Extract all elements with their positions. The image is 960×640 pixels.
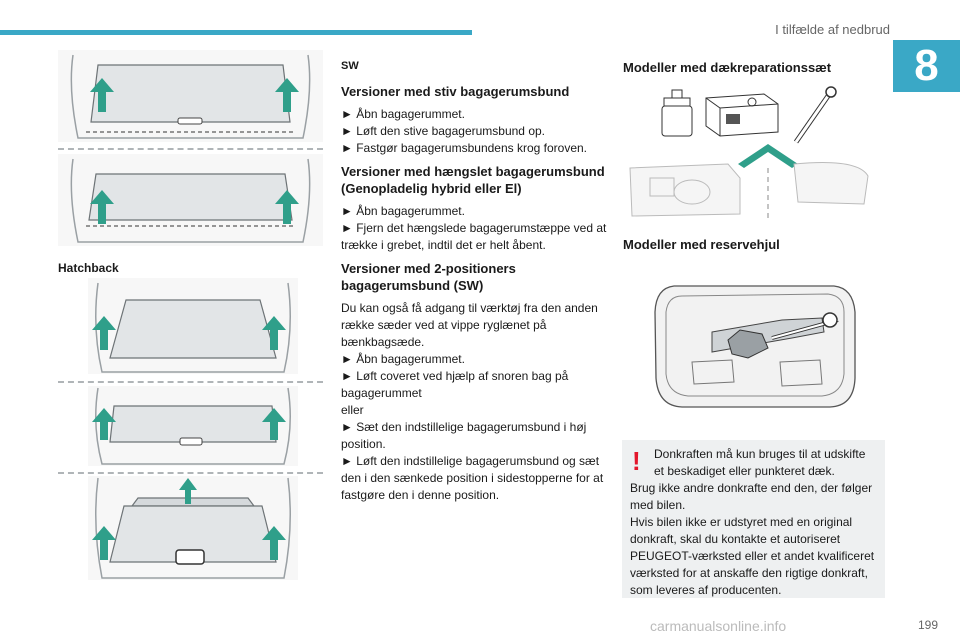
figure-separator	[58, 148, 323, 150]
warning-text: Hvis bilen ikke er udstyret med en origi…	[630, 515, 875, 597]
sw-label: SW	[341, 60, 359, 72]
section-heading: Versioner med 2-positioners bagagerumsbu…	[341, 261, 516, 293]
instruction-line: ► Løft coveret ved hjælp af snoren bag p…	[341, 369, 569, 400]
page-number: 199	[917, 618, 938, 632]
warning-text: Donkraften må kun bruges til at udskifte…	[654, 447, 866, 478]
lift-arrow-icon	[90, 78, 114, 112]
section-body: ► Åbn bagagerummet. ► Fjern det hængsled…	[341, 203, 609, 254]
figure-separator	[58, 381, 323, 383]
lift-arrow-icon	[92, 316, 116, 350]
lift-arrow-icon	[92, 526, 116, 560]
warning-text: Brug ikke andre donkrafte end den, der f…	[630, 481, 873, 512]
spare-wheel-heading: Modeller med reservehjul	[623, 237, 780, 252]
instruction-line: ► Løft den stive bagagerumsbund op.	[341, 124, 545, 138]
chapter-badge: 8	[893, 40, 960, 92]
lift-arrow-icon	[90, 190, 114, 224]
hatchback-floor-illustration-3	[88, 476, 298, 580]
section-body: Du kan også få adgang til værktøj fra de…	[341, 300, 609, 504]
compressor-icon	[705, 93, 779, 137]
instruction-line: ► Åbn bagagerummet.	[341, 204, 465, 218]
header-accent-bar	[0, 30, 472, 35]
instruction-line: Du kan også få adgang til værktøj fra de…	[341, 301, 598, 349]
section-body: ► Åbn bagagerummet. ► Løft den stive bag…	[341, 106, 609, 157]
hatchback-label: Hatchback	[58, 261, 119, 275]
spare-wheel-illustration	[654, 285, 856, 408]
lift-arrow-icon	[262, 408, 286, 440]
lift-arrow-icon	[262, 316, 286, 350]
lift-arrow-icon	[92, 408, 116, 440]
lift-arrow-icon	[275, 190, 299, 224]
instructions-column: SW Versioner med stiv bagagerumsbund ► Å…	[341, 58, 609, 510]
instruction-line: ► Fastgør bagagerumsbundens krog foroven…	[341, 141, 588, 155]
hatchback-floor-illustration-1	[88, 278, 298, 374]
wheel-brace-icon	[771, 312, 839, 340]
page-header-title: I tilfælde af nedbrud	[775, 22, 890, 37]
tow-eye-icon	[793, 86, 837, 144]
lift-arrow-icon	[275, 78, 299, 112]
warning-box: ! Donkraften må kun bruges til at udskif…	[622, 440, 885, 598]
lift-arrow-icon	[179, 478, 197, 504]
jack-icon	[727, 329, 769, 359]
instruction-line: ► Fjern det hængslede bagagerumstæppe ve…	[341, 221, 607, 252]
figure-separator	[58, 472, 323, 474]
instruction-line: ► Åbn bagagerummet.	[341, 107, 465, 121]
hatchback-floor-illustration-2	[88, 386, 298, 466]
up-arrow-icon	[738, 144, 798, 168]
instruction-line: eller	[341, 403, 364, 417]
instruction-line: ► Sæt den indstillelige bagagerumsbund i…	[341, 420, 587, 451]
repair-kit-illustration	[629, 86, 869, 218]
sw-hinged-floor-illustration	[58, 154, 323, 246]
section-heading: Versioner med hængslet bagagerumsbund (G…	[341, 164, 605, 196]
instruction-line: ► Løft den indstillelige bagagerumsbund …	[341, 454, 604, 502]
sealant-bottle-icon	[661, 89, 693, 137]
instruction-line: ► Åbn bagagerummet.	[341, 352, 465, 366]
watermark: carmanualsonline.info	[650, 618, 787, 634]
section-heading: Versioner med stiv bagagerumsbund	[341, 84, 570, 99]
sw-rigid-floor-illustration	[58, 50, 323, 142]
repair-kit-heading: Modeller med dækreparationssæt	[623, 60, 832, 75]
warning-exclamation-icon: !	[632, 446, 641, 476]
lift-arrow-icon	[262, 526, 286, 560]
